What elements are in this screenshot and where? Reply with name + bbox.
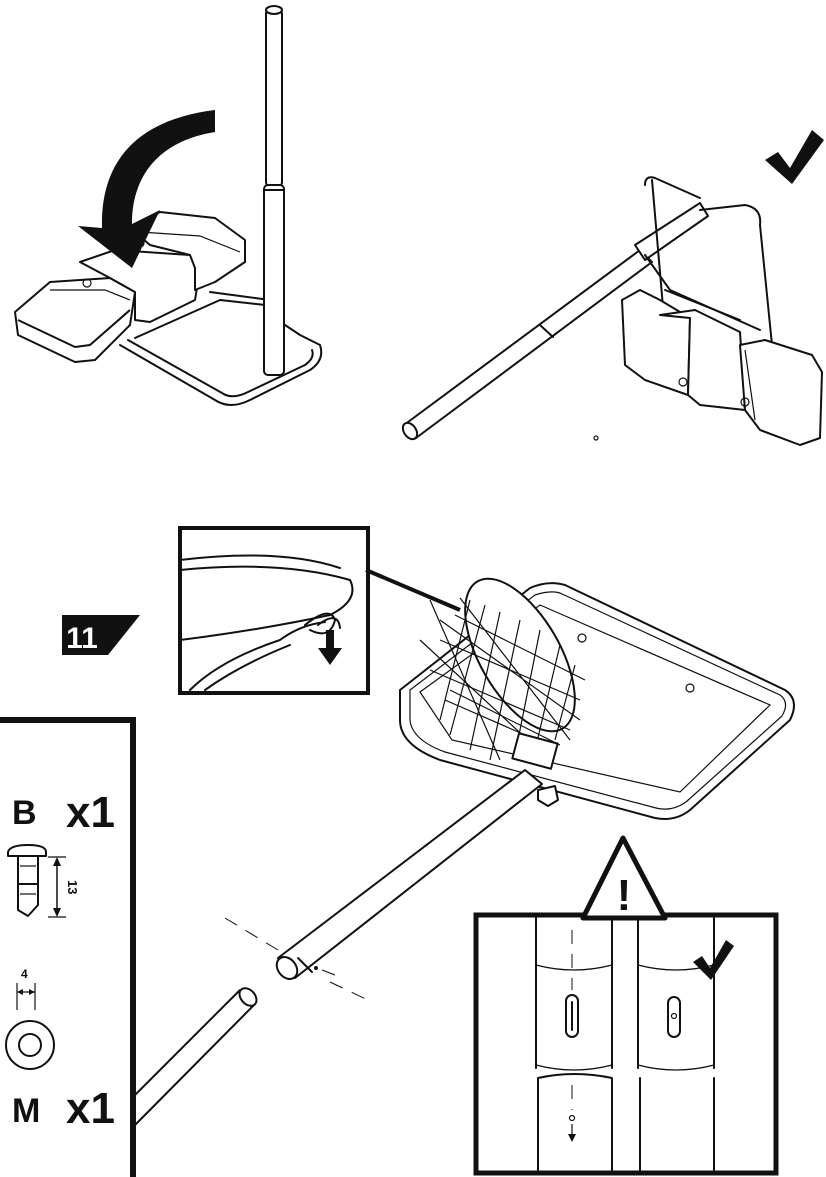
warning-detail-box xyxy=(473,912,779,1176)
washer-icon xyxy=(5,1020,55,1070)
warning-triangle-icon: ! xyxy=(580,835,668,921)
curved-arrow-icon xyxy=(78,110,215,268)
washer-letter: M xyxy=(12,1092,40,1130)
step-number: 11 xyxy=(66,622,98,655)
folded-stand-illustration xyxy=(14,5,323,406)
tube-correct xyxy=(637,917,715,1171)
checkmark-icon xyxy=(693,940,734,980)
washer-thickness-label: 4 xyxy=(21,967,28,981)
hook-detail-callout xyxy=(178,526,461,695)
tube-incorrect xyxy=(535,917,613,1171)
bolt-quantity: x1 xyxy=(66,788,115,837)
bolt-icon xyxy=(7,844,47,917)
bolt-length-label: 13 xyxy=(65,880,80,894)
parts-list-box: B x1 13 4 M x1 xyxy=(0,717,136,1177)
step-badge: 11 xyxy=(62,615,140,655)
warning-symbol: ! xyxy=(617,871,632,920)
bolt-letter: B xyxy=(12,794,37,832)
raised-stand-illustration xyxy=(401,176,823,446)
backboard-rim-illustration xyxy=(134,577,795,1126)
down-arrow-icon xyxy=(318,630,342,665)
checkmark-icon xyxy=(765,130,824,184)
washer-quantity: x1 xyxy=(66,1084,115,1133)
